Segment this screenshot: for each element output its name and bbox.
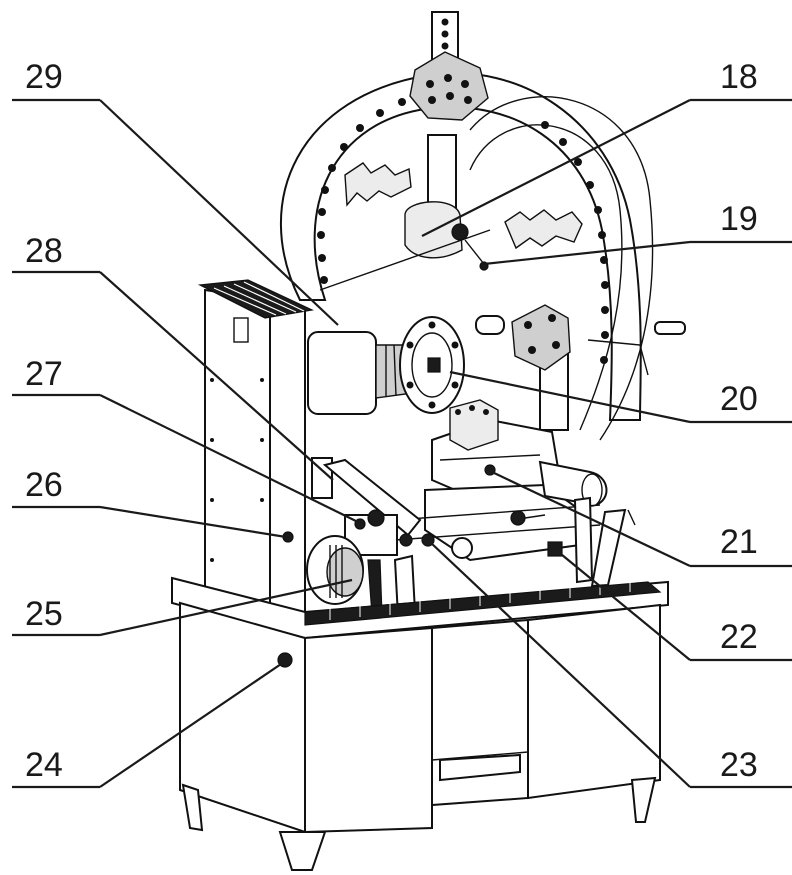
callout-22: 22: [720, 618, 758, 656]
callout-25: 25: [25, 595, 63, 633]
lower-cabinet-front: [304, 626, 433, 834]
leg-front-left: [278, 831, 327, 871]
hose-outer: [469, 96, 654, 441]
leg-right: [630, 776, 657, 823]
lower-cabinet-right2: [527, 603, 661, 800]
callout-19: 19: [720, 200, 758, 238]
callout-23: 23: [720, 746, 758, 784]
ring-frame: [279, 72, 642, 421]
callout-26: 26: [25, 466, 63, 504]
callout-20: 20: [720, 380, 758, 418]
right-knob: [475, 315, 505, 335]
callout-27: 27: [25, 355, 63, 393]
machine-illustration: [171, 11, 686, 871]
ring-holes: [317, 98, 609, 364]
right-jaw: [504, 209, 583, 250]
callout-24: 24: [25, 746, 63, 784]
callout-18: 18: [720, 58, 758, 96]
spindle-housing: [307, 331, 377, 415]
left-cabinet-front: [269, 298, 306, 632]
hose-inner: [469, 124, 623, 431]
leg-back-left: [181, 783, 204, 832]
callout-21: 21: [720, 523, 758, 561]
cabinet-top-grille: [197, 279, 314, 319]
callouts: 29 28 27 26 25 24 18 19 20: [12, 58, 792, 789]
right-plate: [511, 304, 571, 371]
table-grille: [304, 581, 662, 626]
callout-29: 29: [25, 58, 63, 96]
top-mount-plate: [409, 51, 489, 121]
callout-28: 28: [25, 232, 63, 270]
left-jaw: [344, 162, 412, 207]
